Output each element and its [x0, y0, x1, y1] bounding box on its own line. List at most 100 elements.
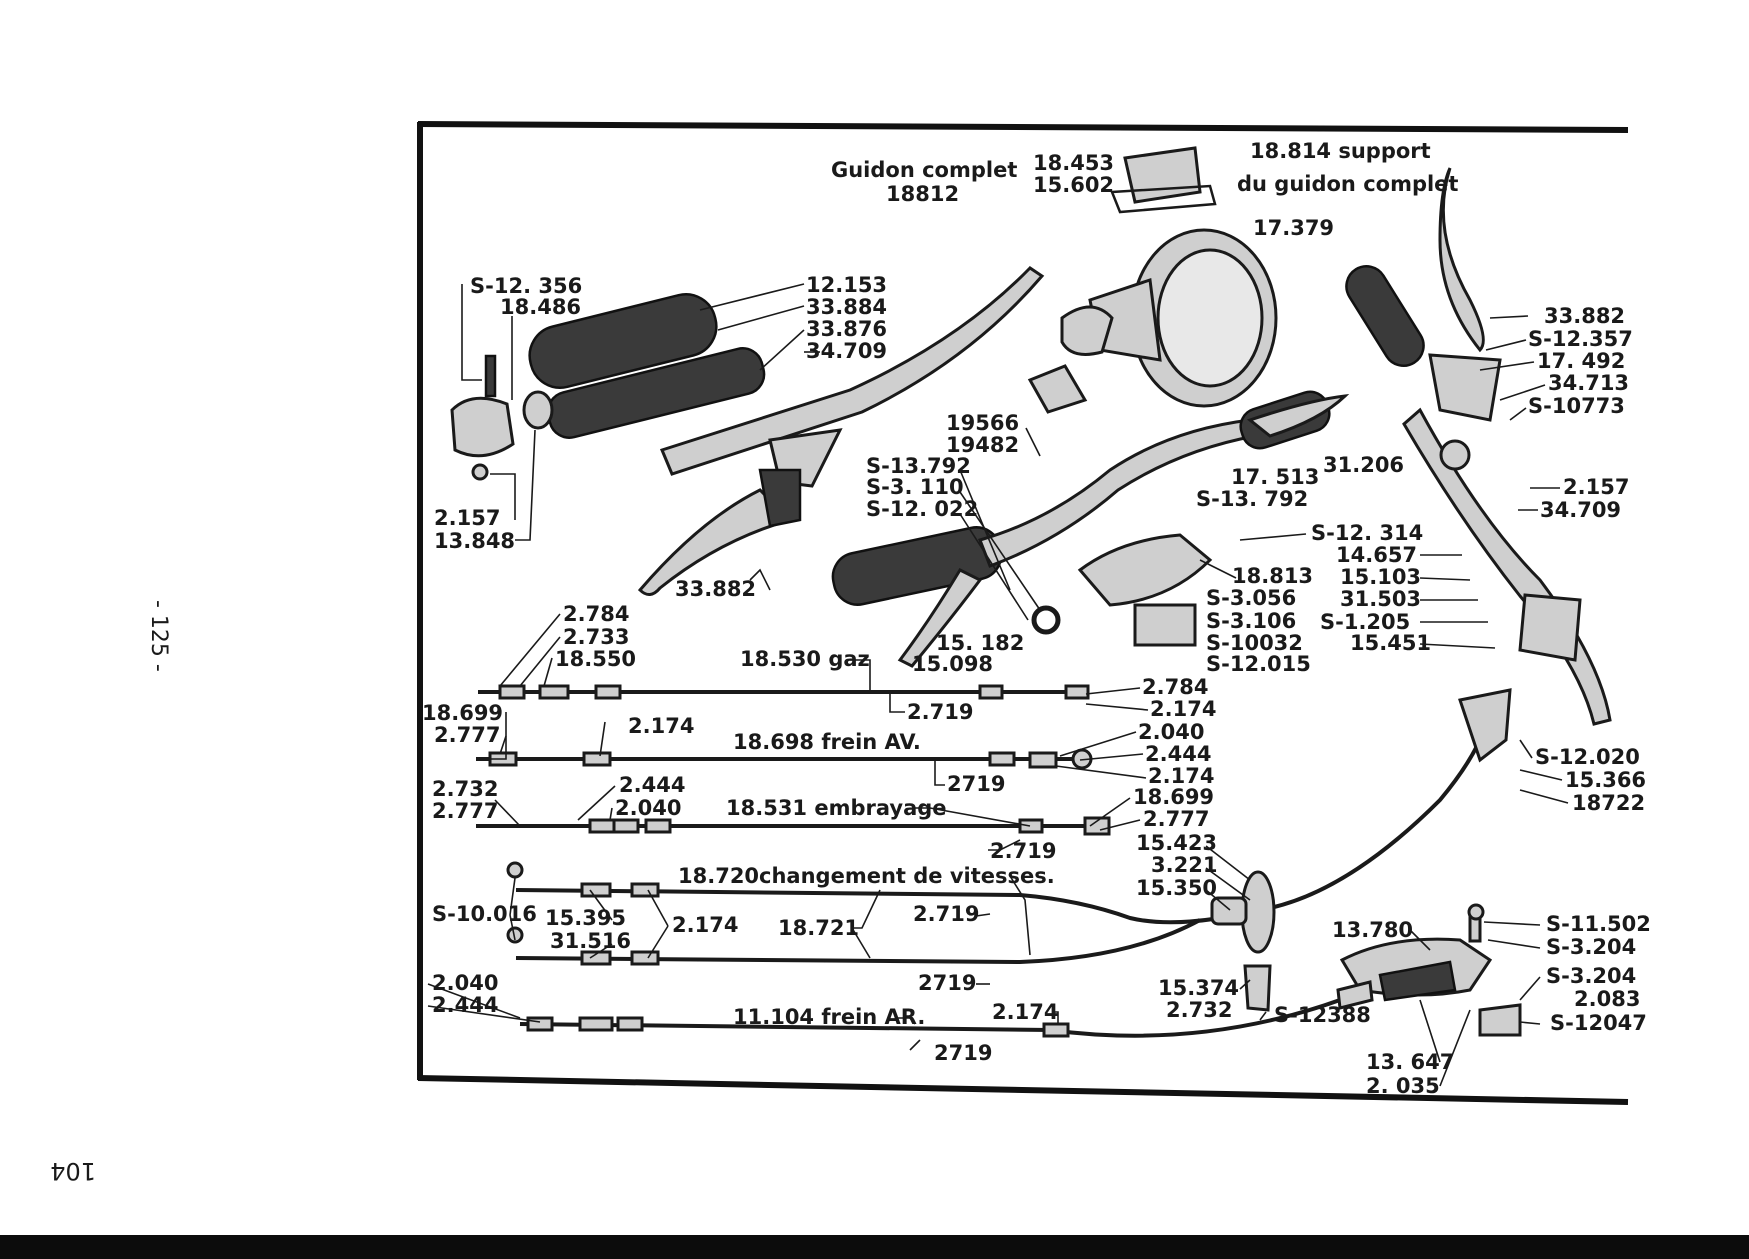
diagram-frame: [417, 121, 1629, 1105]
part-label: 2.719: [907, 700, 973, 724]
part-label: 2.719: [990, 839, 1056, 863]
part-label: S-12. 314: [1311, 521, 1423, 545]
part-label: 15.098: [912, 652, 993, 676]
part-label: S-12.357: [1528, 327, 1633, 351]
part-label: 2.040: [432, 971, 498, 995]
part-label: 18.721: [778, 916, 859, 940]
part-label: 2.174: [672, 913, 738, 937]
part-label: 17.379: [1253, 216, 1334, 240]
part-label: 18.486: [500, 295, 581, 319]
part-label: 15.423: [1136, 831, 1217, 855]
part-label: 17. 492: [1537, 349, 1625, 373]
cable-18720: [506, 688, 1512, 966]
part-label: 2.174: [1148, 764, 1214, 788]
part-label: 2.040: [615, 796, 681, 820]
cable-18531: [476, 816, 1111, 836]
part-label: 2.732: [1166, 998, 1232, 1022]
right-handlebar: [831, 390, 1350, 668]
part-label: 2.732: [432, 777, 498, 801]
part-label: 18.699: [1133, 785, 1214, 809]
part-label: 15.374: [1158, 976, 1239, 1000]
part-label: S-12.015: [1206, 652, 1311, 676]
part-label: 2. 035: [1366, 1074, 1440, 1098]
support-18813: [1031, 533, 1213, 647]
cable-18530: [478, 684, 1090, 700]
part-label: 18.720changement de vitesses.: [678, 864, 1055, 888]
part-label: 18.699: [422, 701, 503, 725]
part-label: 2.157: [1563, 475, 1629, 499]
part-label: S-3.056: [1206, 586, 1296, 610]
part-label: 34.709: [1540, 498, 1621, 522]
part-label: 2719: [934, 1041, 992, 1065]
part-label: S-11.502: [1546, 912, 1651, 936]
part-label: 2.733: [563, 625, 629, 649]
part-label: S-12.020: [1535, 745, 1640, 769]
part-label: 2.444: [432, 993, 498, 1017]
part-label: S-13. 792: [1196, 487, 1308, 511]
clamp-19566: [1027, 364, 1088, 414]
part-label: 13.848: [434, 529, 515, 553]
part-label: 2.719: [913, 902, 979, 926]
part-label: 19566: [946, 411, 1019, 435]
part-label: 2.157: [434, 506, 500, 530]
part-label: 18.698 frein AV.: [733, 730, 921, 754]
part-label: 31.206: [1323, 453, 1404, 477]
part-label: 15.350: [1136, 876, 1217, 900]
part-label: S-3. 110: [866, 475, 964, 499]
part-label: 34.709: [806, 339, 887, 363]
part-label: S-10.016: [432, 902, 537, 926]
part-label: 18.531 embrayage: [726, 796, 947, 820]
part-label: 15.395: [545, 906, 626, 930]
part-label: 33.882: [675, 577, 756, 601]
part-label: 11.104 frein AR.: [733, 1005, 925, 1029]
switch-18453: [1110, 146, 1217, 214]
part-label: 18.453: [1033, 151, 1114, 175]
title-texts: Guidon complet 18812 18.814 support du g…: [831, 139, 1458, 206]
part-label: 31.516: [550, 929, 631, 953]
left-grip-assembly: [450, 293, 766, 481]
part-labels: 18.453 15.602 17.379 S-12. 356 18.486 12…: [422, 151, 1651, 1098]
part-label: 2.444: [1145, 742, 1211, 766]
part-label: 33.882: [1544, 304, 1625, 328]
part-label: 31.503: [1340, 587, 1421, 611]
part-label: 2.040: [1138, 720, 1204, 744]
scan-bottom-border: [0, 1235, 1749, 1259]
part-label: 12.153: [806, 273, 887, 297]
part-label: 2.174: [1150, 697, 1216, 721]
part-label: 15.451: [1350, 631, 1431, 655]
part-label: S-12388: [1274, 1003, 1371, 1027]
title-support-line1: 18.814 support: [1250, 139, 1431, 163]
part-label: S-3.106: [1206, 609, 1296, 633]
part-label: 2.174: [992, 1000, 1058, 1024]
part-label: 15. 182: [936, 631, 1024, 655]
part-label: 2.784: [563, 602, 629, 626]
part-label: 2.777: [434, 723, 500, 747]
part-label: 2.083: [1574, 987, 1640, 1011]
part-label: 2.777: [432, 799, 498, 823]
part-label: 2719: [947, 772, 1005, 796]
right-lever-assembly: [1345, 167, 1612, 726]
part-label: 17. 513: [1231, 465, 1319, 489]
part-label: S-1.205: [1320, 610, 1410, 634]
headlamp: [1060, 228, 1278, 408]
part-label: 33.876: [806, 317, 887, 341]
part-label: 2.784: [1142, 675, 1208, 699]
part-label: 13.780: [1332, 918, 1413, 942]
part-label: S-12. 356: [470, 274, 582, 298]
side-page-number: - 125 -: [146, 600, 171, 672]
part-label: 18.550: [555, 647, 636, 671]
page-number: 104: [50, 1157, 96, 1185]
part-label: S-3.204: [1546, 935, 1636, 959]
title-guidon-line2: 18812: [886, 182, 959, 206]
part-label: 18.530 gaz: [740, 647, 870, 671]
part-label: 15.602: [1033, 173, 1114, 197]
clip-15374: [1243, 964, 1272, 1012]
part-label: 19482: [946, 433, 1019, 457]
part-label: 15.103: [1340, 565, 1421, 589]
part-label: S-12. 022: [866, 497, 978, 521]
part-label: 15.366: [1565, 768, 1646, 792]
part-label: 2.777: [1143, 807, 1209, 831]
part-label: S-12047: [1550, 1011, 1647, 1035]
part-label: S-3.204: [1546, 964, 1636, 988]
part-label: 14.657: [1336, 543, 1417, 567]
